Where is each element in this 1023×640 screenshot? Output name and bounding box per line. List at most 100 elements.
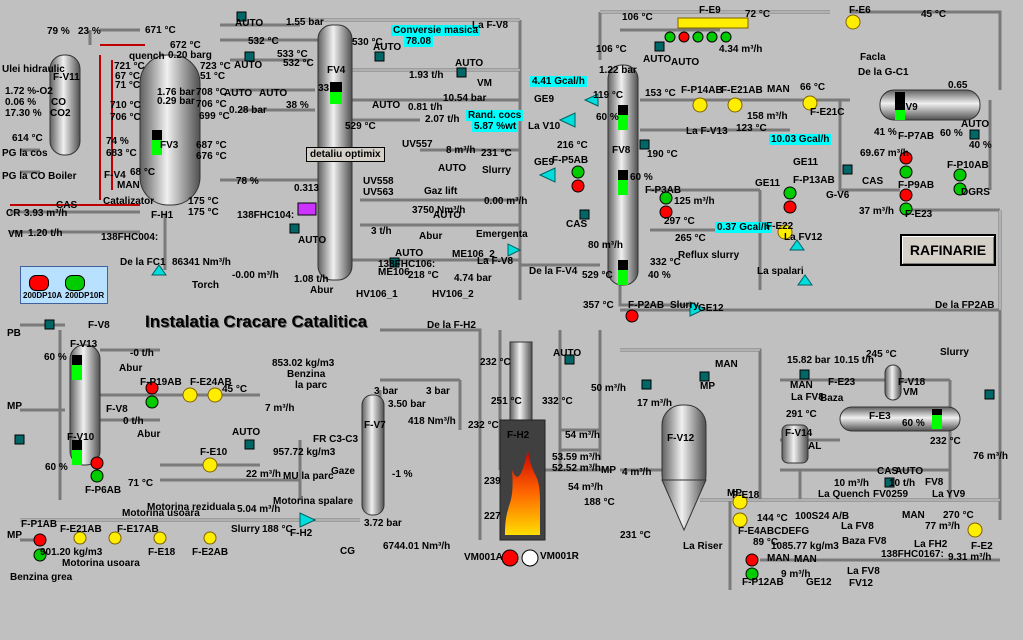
process-label: F-P19AB <box>140 377 182 388</box>
process-label: La F-V8 <box>472 20 509 31</box>
process-label: 158 m³/h <box>747 111 788 122</box>
process-label: 853.02 kg/m3 <box>272 358 335 369</box>
process-label: CO2 <box>50 108 71 119</box>
process-label: La FV8 <box>791 392 824 403</box>
process-label: Slurry <box>482 165 511 176</box>
pump-a-icon <box>29 275 49 291</box>
process-label: FR C3-C3 <box>313 434 359 445</box>
process-label: 10.54 bar <box>443 93 487 104</box>
process-label: 3 t/h <box>371 226 392 237</box>
process-label: 231 °C <box>620 530 651 541</box>
process-label: F-E2AB <box>192 547 229 558</box>
process-label: 239 <box>484 476 501 487</box>
process-label: La Quench <box>818 489 870 500</box>
process-label: 710 °C <box>110 100 141 111</box>
process-label: 418 Nm³/h <box>408 416 456 427</box>
process-label: F-V8 <box>106 404 128 415</box>
process-label: VM001A <box>464 552 503 563</box>
process-label: 8 m³/h <box>446 145 476 156</box>
process-label: 138FHC106: <box>378 259 436 270</box>
process-label: F-E23 <box>828 377 856 388</box>
process-label: 123 °C <box>736 123 767 134</box>
process-label: 125 m³/h <box>674 196 715 207</box>
process-label: FV4 <box>327 65 346 76</box>
conversie-value: 78.08 <box>404 36 434 47</box>
process-label: HV106_1 <box>356 289 398 300</box>
process-label: 66 °C <box>800 82 826 93</box>
process-label: 40 % <box>969 140 992 151</box>
process-label: Motorina usoara <box>62 558 140 569</box>
process-label: 1.08 t/h <box>294 274 329 285</box>
process-label: G-V6 <box>826 190 850 201</box>
pump-b-label: 200DP10R <box>65 291 105 300</box>
process-label: 1.20 t/h <box>28 228 63 239</box>
process-label: F-V11 <box>53 72 80 83</box>
process-label: 265 °C <box>675 233 706 244</box>
process-label: 0.20 barg <box>168 50 212 61</box>
process-label: F-P14AB <box>681 85 723 96</box>
process-label: 190 °C <box>647 149 678 160</box>
process-label: AUTO <box>643 54 672 65</box>
rafinarie-button[interactable]: RAFINARIE <box>900 234 996 266</box>
process-label: F-V4 <box>104 170 126 181</box>
process-label: F-E2 <box>971 541 993 552</box>
process-label: F-P9AB <box>898 180 935 191</box>
process-label: 72 °C <box>745 9 771 20</box>
process-label: La spalari <box>757 266 804 277</box>
process-label: Motorina usoara <box>122 508 200 519</box>
process-label: AUTO <box>372 100 401 111</box>
process-label: Benzina <box>287 369 326 380</box>
process-label: 50 m³/h <box>591 383 627 394</box>
process-label: F-V7 <box>364 420 386 431</box>
process-label: 54 m³/h <box>568 482 604 493</box>
process-label: 291 °C <box>786 409 817 420</box>
process-label: 6744.01 Nm³/h <box>383 541 451 552</box>
process-label: F-V13 <box>70 339 98 350</box>
process-label: 40 % <box>648 270 671 281</box>
process-label: 17 m³/h <box>637 398 673 409</box>
process-label: La V10 <box>528 121 561 132</box>
process-label: 530 °C <box>352 37 383 48</box>
process-label: 60 % <box>940 128 963 139</box>
process-label: F-E4ABCDEFG <box>738 526 810 537</box>
process-label: 708 °C <box>196 87 227 98</box>
process-label: 86341 Nm³/h <box>172 257 231 268</box>
process-label: MU la parc <box>283 471 334 482</box>
process-label: VM <box>8 229 23 240</box>
process-label: Ulei hidraulic <box>2 64 65 75</box>
process-label: Motorina reziduala <box>147 502 236 513</box>
process-label: MP <box>7 401 22 412</box>
process-label: 957.72 kg/m3 <box>273 447 336 458</box>
process-label: 1.93 t/h <box>409 70 444 81</box>
process-label: 138FHC004: <box>101 232 159 243</box>
process-label: 71 °C <box>128 478 154 489</box>
process-label: La F-V13 <box>686 126 728 137</box>
process-label: Facla <box>860 52 886 63</box>
process-label: Abur <box>310 285 334 296</box>
process-label: AUTO <box>235 18 264 29</box>
process-label: 153 °C <box>645 88 676 99</box>
process-label: 53.59 m³/h <box>552 452 601 463</box>
process-label: GE9 <box>534 157 555 168</box>
level-indicators <box>72 82 942 465</box>
pump-panel[interactable]: 200DP10A 200DP10R <box>20 266 108 304</box>
process-label: F-V10 <box>67 432 95 443</box>
process-label: CAS <box>56 200 78 211</box>
process-label: Catalizator <box>103 196 155 207</box>
process-label: F-P1AB <box>21 519 58 530</box>
process-label: 138FHC0167: <box>881 549 944 560</box>
process-label: MP <box>7 530 22 541</box>
process-label: 683 °C <box>106 148 137 159</box>
process-label: 231 °C <box>481 148 512 159</box>
process-label: MAN <box>767 84 790 95</box>
process-label: AUTO <box>298 235 327 246</box>
process-label: 232 °C <box>480 357 511 368</box>
process-label: 89 °C <box>753 537 779 548</box>
process-label: F-H2 <box>290 528 313 539</box>
process-label: 1.76 bar <box>157 87 195 98</box>
process-label: F-E21AB <box>721 85 763 96</box>
process-label: F-H2 <box>507 430 530 441</box>
process-label: 60 % <box>44 352 67 363</box>
detaliu-optimix-button[interactable]: detaliu optimix <box>306 147 385 162</box>
process-label: 251 °C <box>491 396 522 407</box>
